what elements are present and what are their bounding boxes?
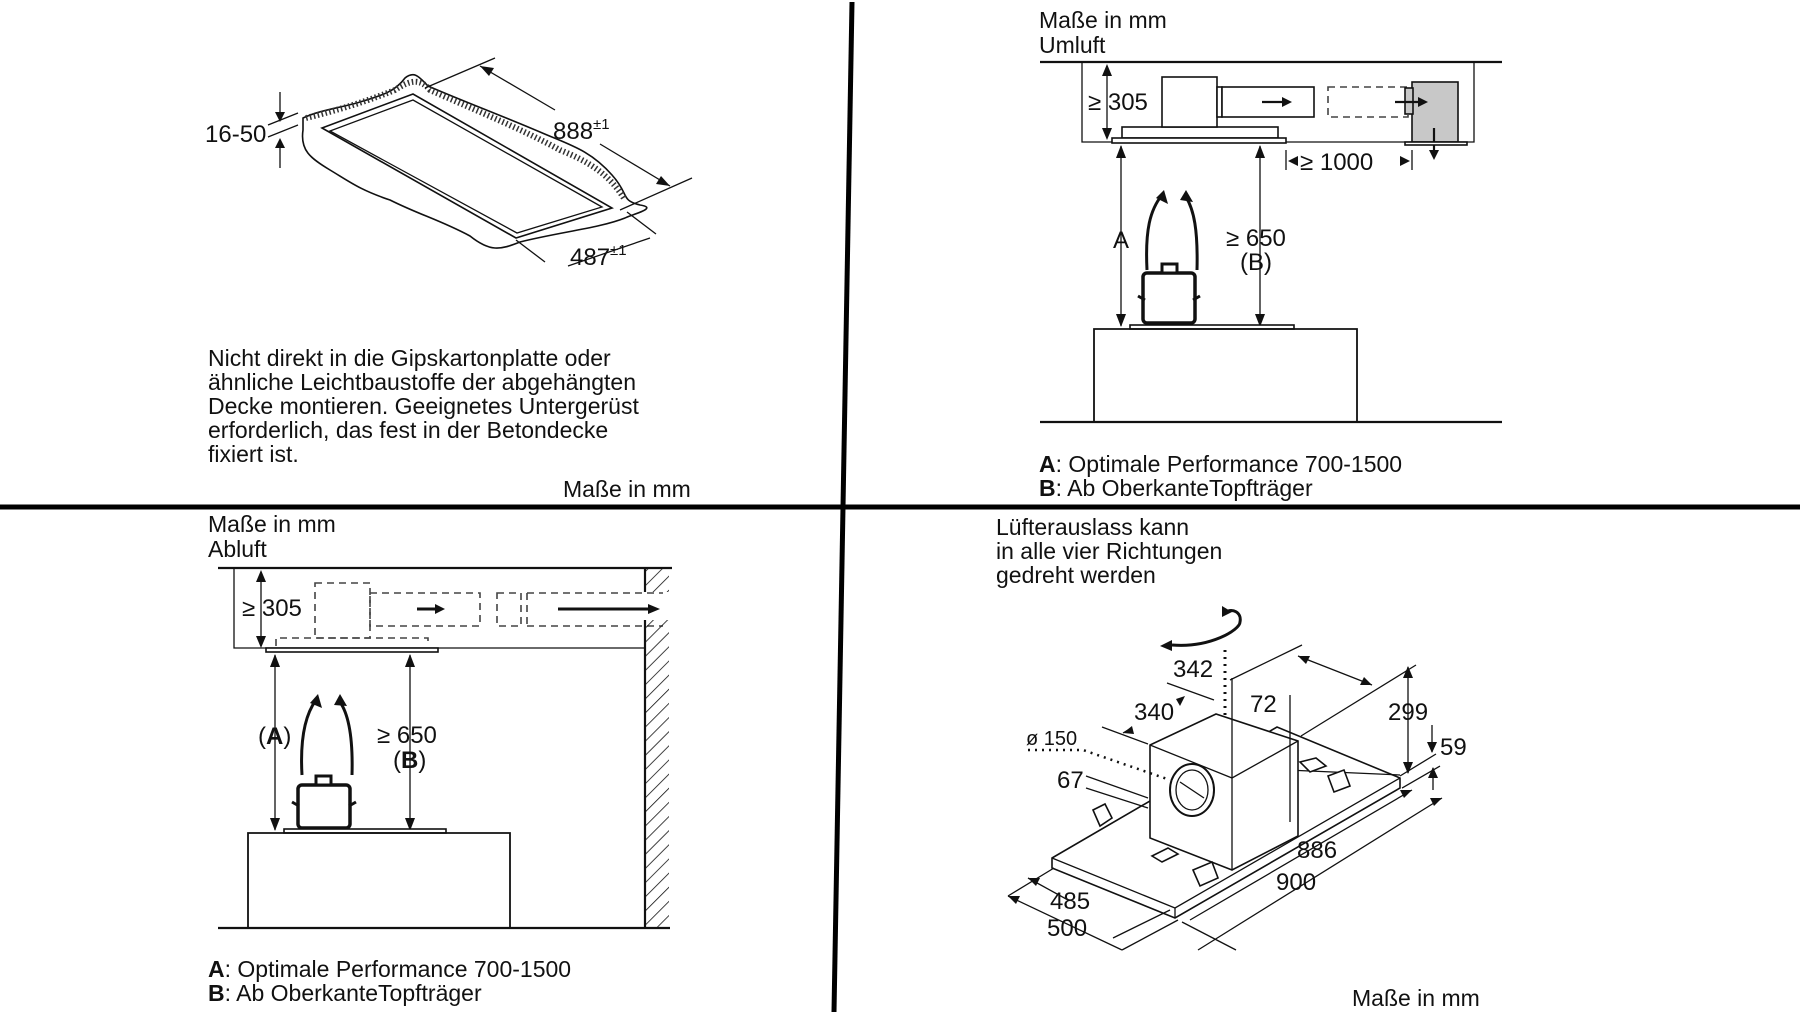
wall-hatch [645,620,669,928]
suspended-ceiling [233,568,646,649]
svg-text:B: Ab OberkanteTopfträger: B: Ab OberkanteTopfträger [1039,475,1313,501]
dim-label-a: A [1113,227,1129,254]
svg-text:in alle vier Richtungen: in alle vier Richtungen [996,538,1222,564]
dim-panel-height: 59 [1440,734,1467,761]
ceiling-opening [320,93,614,239]
units-label-bottom-right: Maße in mm [1352,985,1480,1011]
units-label-top-left: Maße in mm [563,476,691,502]
svg-text:gedreht werden: gedreht werden [996,562,1156,588]
dim-min-height-b: ≥ 650 [1226,225,1286,252]
legend-top-right: A: Optimale Performance 700-1500 B: Ab O… [1039,451,1402,501]
dim-offset: 72 [1250,691,1277,718]
units-label-bottom-left: Maße in mm [208,511,336,537]
svg-text:erforderlich, das fest in der: erforderlich, das fest in der Betondecke [208,417,608,443]
dim-min-height-b: ≥ 650 [377,722,437,749]
hood-base [1121,126,1279,139]
hood-panel [265,647,439,653]
duct-dashed [1327,86,1409,118]
exhaust-drawing [218,566,672,930]
hood-isometric-drawing [1007,606,1443,951]
pot-icon [296,783,352,830]
control-panel [1150,847,1180,863]
mounting-clip [1091,802,1114,828]
dim-cutout-length: 888±1 [553,116,610,145]
svg-text:Lüfterauslass kann: Lüfterauslass kann [996,514,1189,540]
dim-label-b: (B) [393,747,426,774]
dim-cutout-width: 487±1 [570,242,627,271]
units-label-top-right: Maße in mm [1039,7,1167,33]
dim-total-height: 299 [1388,699,1428,726]
mode-label-umluft: Umluft [1039,32,1106,58]
ceiling-cutout-drawing [267,57,693,267]
hood-panel [1111,137,1287,144]
dim-ceiling-thickness: 16-50 [205,121,266,148]
svg-text:Nicht direkt in die Gipskarton: Nicht direkt in die Gipskartonplatte ode… [208,345,611,371]
dim-outer-width: 500 [1047,915,1087,942]
legend-bottom-left: A: Optimale Performance 700-1500 B: Ab O… [208,956,571,1006]
rotate-icon [1171,608,1242,647]
svg-text:A: Optimale Performance 700-15: A: Optimale Performance 700-1500 [1039,451,1402,477]
motor-box [1149,713,1299,871]
mounting-clip [1191,860,1220,888]
vertical-divider [831,1,855,1012]
dim-label-b: (B) [1240,249,1272,276]
dim-inner-width: 485 [1050,888,1090,915]
worktop [1093,328,1358,422]
fan-outlet-note: Lüfterauslass kann in alle vier Richtung… [996,514,1222,588]
svg-text:A: Optimale Performance 700-15: A: Optimale Performance 700-1500 [208,956,571,982]
dim-outlet-diameter: ø 150 [1026,728,1077,750]
motor-box [1161,76,1218,128]
dim-min-module-distance: ≥ 1000 [1300,149,1373,176]
dim-min-void-height: ≥ 305 [242,595,302,622]
ceiling-hatch [305,78,628,202]
dim-motor-depth: 342 [1173,656,1213,683]
svg-text:B: Ab OberkanteTopfträger: B: Ab OberkanteTopfträger [208,980,482,1006]
dim-motor-width: 340 [1134,699,1174,726]
worktop [247,832,511,928]
dim-outlet-offset: 67 [1057,767,1084,794]
dim-label-a: (A) [258,723,291,750]
mounting-note: Nicht direkt in die Gipskartonplatte ode… [208,345,639,467]
svg-text:fixiert ist.: fixiert ist. [208,441,299,467]
svg-text:Decke montieren. Geeignetes Un: Decke montieren. Geeignetes Untergerüst [208,393,639,419]
wall-hatch [645,568,669,592]
mounting-clip [1326,768,1352,794]
dim-inner-length: 886 [1297,837,1337,864]
dim-outer-length: 900 [1276,869,1316,896]
recirculation-drawing [1040,60,1502,424]
mode-label-abluft: Abluft [208,536,267,562]
svg-text:ähnliche Leichtbaustoffe der a: ähnliche Leichtbaustoffe der abgehängten [208,369,636,395]
ceiling-opening-inner [328,99,604,234]
dim-min-void-height: ≥ 305 [1088,89,1148,116]
pot-icon [1141,271,1197,325]
